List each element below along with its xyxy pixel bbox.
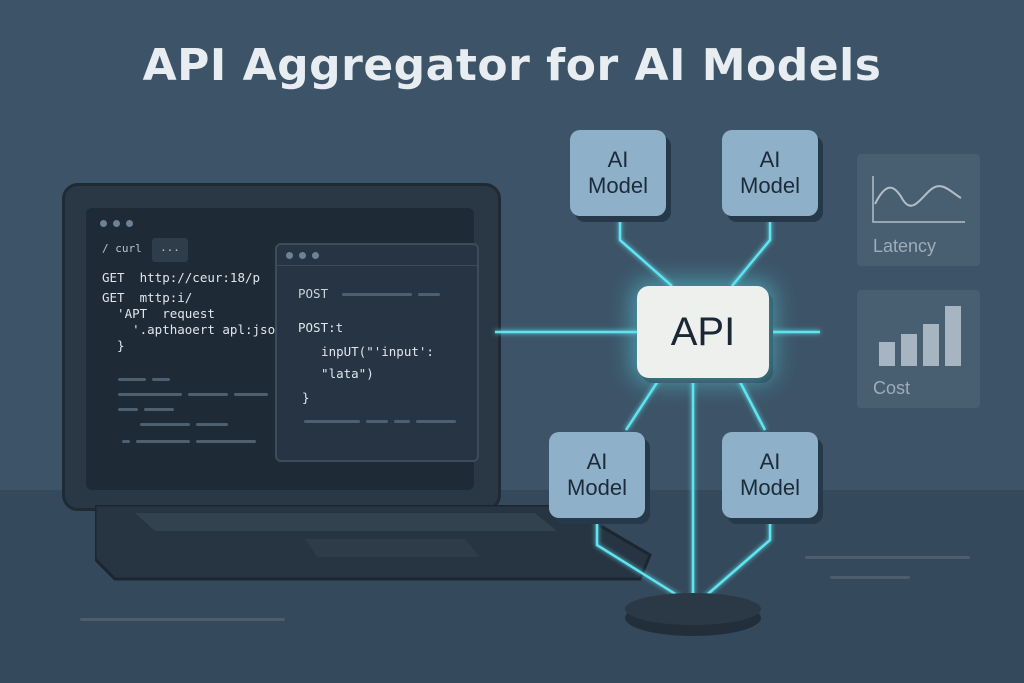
code-placeholder-line bbox=[416, 420, 456, 423]
code-line: "lata") bbox=[306, 366, 374, 381]
code-line: '.apthaoert apl:json" bbox=[102, 322, 291, 337]
code-placeholder-line bbox=[118, 408, 138, 411]
code-line: } bbox=[302, 390, 310, 405]
code-line: POST:t bbox=[298, 320, 344, 335]
page-title: API Aggregator for AI Models bbox=[142, 40, 882, 91]
window-dot-icon bbox=[286, 252, 293, 259]
code-line: GET mttp:i/ bbox=[102, 290, 193, 305]
code-placeholder-line bbox=[366, 420, 388, 423]
code-placeholder-line bbox=[188, 393, 228, 396]
request-window bbox=[275, 243, 479, 462]
cost-panel: Cost bbox=[857, 290, 980, 408]
code-line: 'APT request bbox=[102, 306, 215, 321]
window-dot-icon bbox=[126, 220, 133, 227]
terminal-window-dots bbox=[100, 220, 133, 227]
code-line: / curl bbox=[102, 242, 142, 255]
code-placeholder-line bbox=[234, 393, 268, 396]
node-label: Model bbox=[740, 173, 800, 198]
code-line: } bbox=[102, 338, 125, 353]
window-dot-icon bbox=[113, 220, 120, 227]
code-placeholder-line bbox=[342, 293, 412, 296]
window-dot-icon bbox=[299, 252, 306, 259]
code-line: GET http://ceur:18/p bbox=[102, 270, 261, 285]
code-placeholder-line bbox=[136, 440, 190, 443]
code-placeholder-line bbox=[196, 440, 256, 443]
decorative-line bbox=[805, 556, 970, 559]
node-label: Model bbox=[588, 173, 648, 198]
window-dot-icon bbox=[100, 220, 107, 227]
decorative-line bbox=[830, 576, 910, 579]
request-window-dots bbox=[286, 252, 319, 259]
code-placeholder-line bbox=[122, 440, 130, 443]
code-placeholder-line bbox=[144, 408, 174, 411]
node-label: Model bbox=[740, 475, 800, 500]
latency-label: Latency bbox=[873, 236, 937, 256]
code-placeholder-line bbox=[304, 420, 360, 423]
node-label: AI bbox=[759, 147, 781, 172]
code-placeholder-line bbox=[140, 423, 190, 426]
cost-label: Cost bbox=[873, 378, 911, 398]
node-label: Model bbox=[567, 475, 627, 500]
api-hub-node: API bbox=[637, 286, 769, 378]
node-label: AI bbox=[586, 449, 608, 474]
decorative-line bbox=[80, 618, 285, 621]
latency-panel: Latency bbox=[857, 154, 980, 266]
cost-chart-icon bbox=[879, 306, 961, 366]
code-placeholder-line bbox=[152, 378, 170, 381]
code-placeholder-line bbox=[394, 420, 410, 423]
code-placeholder-line bbox=[418, 293, 440, 296]
code-line: POST bbox=[298, 286, 329, 301]
code-line: inpUT("'input': bbox=[306, 344, 434, 359]
laptop-base bbox=[95, 505, 652, 581]
node-label: AI bbox=[759, 449, 781, 474]
request-window-titlebar bbox=[277, 245, 477, 266]
node-label: AI bbox=[607, 147, 629, 172]
code-placeholder-line bbox=[118, 393, 182, 396]
code-placeholder-line bbox=[118, 378, 146, 381]
window-dot-icon bbox=[312, 252, 319, 259]
code-placeholder-line bbox=[196, 423, 228, 426]
latency-chart-icon bbox=[872, 176, 965, 223]
terminal-tab[interactable]: ... bbox=[152, 238, 188, 262]
